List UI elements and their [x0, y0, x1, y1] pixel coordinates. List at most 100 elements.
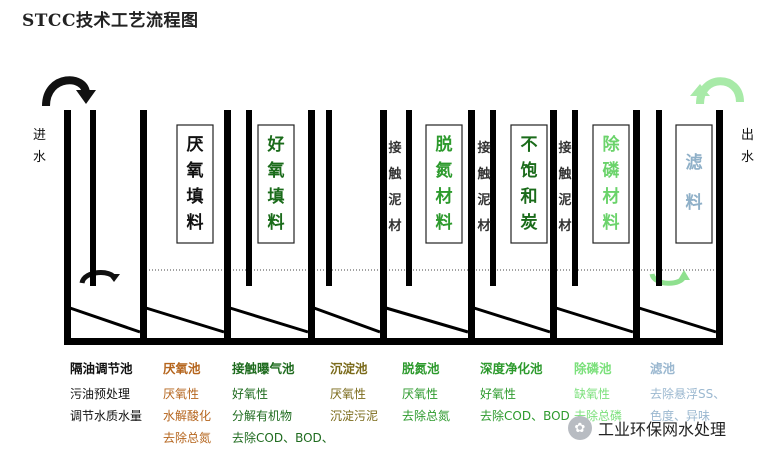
wechat-icon: ✿	[568, 416, 592, 440]
outlet-label-2: 水	[741, 150, 754, 165]
sloped-bottom	[638, 306, 717, 334]
contact-media-char: 材	[388, 218, 401, 234]
fill-box-char: 氮	[436, 160, 453, 181]
tank-wall	[308, 110, 315, 344]
contact-media-char: 接	[477, 140, 490, 156]
tank-wall	[716, 110, 723, 344]
sloped-bottom	[229, 306, 309, 334]
tank-function: 厌氧性	[402, 387, 439, 401]
tank-name: 滤池	[650, 361, 676, 376]
page-title: STCC技术工艺流程图	[22, 11, 199, 31]
baffle-wall	[406, 110, 412, 286]
fill-box-char: 材	[436, 186, 453, 207]
tank-wall	[380, 110, 387, 344]
tank-wall	[633, 110, 640, 344]
tank-function: 色度、异味	[650, 409, 711, 423]
tank-name: 接触曝气池	[232, 361, 295, 376]
tank-function: 沉淀污泥	[330, 409, 379, 423]
tank-function: 水解酸化	[163, 409, 212, 423]
baffle-wall	[326, 110, 332, 286]
fill-box-char: 滤	[686, 152, 703, 173]
tank-function: 污油预处理	[70, 387, 131, 401]
sloped-bottom	[555, 306, 634, 334]
baffle-wall	[246, 110, 252, 286]
fill-box-char: 和	[521, 187, 538, 207]
inlet-curved-arrow-icon	[42, 76, 96, 107]
tank-caption: 厌氧池厌氧性水解酸化去除总氮	[163, 358, 211, 449]
fill-box-char: 磷	[603, 160, 621, 181]
fill-box: 滤料	[675, 124, 713, 244]
outlet-curved-arrow-icon	[690, 77, 744, 105]
baffle-wall	[656, 110, 662, 286]
fill-box-char: 料	[187, 212, 204, 233]
tank-name: 除磷池	[574, 361, 612, 376]
inlet-label-1: 进	[33, 128, 46, 143]
contact-media-char: 泥	[388, 193, 401, 208]
tank-floor	[64, 338, 723, 345]
tank-name: 隔油调节池	[70, 361, 133, 376]
tank-caption: 滤池去除悬浮SS、色度、异味	[650, 358, 725, 427]
baffle-wall	[90, 110, 96, 286]
tank-structure	[64, 110, 723, 345]
tank-function: 厌氧性	[330, 387, 367, 401]
tank-function: 去除悬浮SS、	[650, 387, 726, 401]
sloped-bottom	[473, 306, 551, 334]
tank-name: 厌氧池	[163, 361, 201, 376]
tank-wall	[224, 110, 231, 344]
tank-function: 好氧性	[232, 387, 269, 401]
fill-box-char: 氧	[267, 160, 285, 181]
contact-media-char: 泥	[477, 193, 490, 208]
tank-caption: 接触曝气池好氧性分解有机物去除COD、BOD、	[232, 358, 334, 449]
tank-name: 深度净化池	[480, 361, 543, 376]
contact-media-char: 接	[388, 140, 401, 156]
tank-wall	[550, 110, 557, 344]
tank-caption: 沉淀池厌氧性沉淀污泥	[330, 358, 378, 427]
watermark: ✿ 工业环保网水处理	[568, 416, 726, 440]
sloped-bottom	[69, 306, 141, 334]
tank-function: 缺氧性	[574, 387, 611, 401]
tank-function: 去除COD、BOD	[480, 409, 570, 423]
inlet-label-2: 水	[33, 150, 46, 165]
contact-media-char: 接	[558, 140, 571, 156]
fill-box-char: 料	[603, 212, 620, 233]
baffle-wall	[572, 110, 578, 286]
contact-media-char: 材	[477, 218, 490, 234]
tank-function: 厌氧性	[163, 387, 200, 401]
contact-media-char: 触	[387, 166, 401, 182]
contact-media-char: 触	[557, 166, 571, 182]
fill-box-char: 不	[521, 135, 538, 155]
tank-name: 脱氮池	[402, 361, 440, 376]
tank-caption: 脱氮池厌氧性去除总氮	[402, 358, 450, 427]
contact-media-char: 材	[558, 218, 571, 234]
tank-function: 好氧性	[480, 387, 517, 401]
tank-name: 沉淀池	[330, 361, 368, 376]
fill-box-char: 饱	[521, 160, 538, 181]
tank-function: 分解有机物	[232, 409, 293, 423]
watermark-text: 工业环保网水处理	[598, 420, 727, 439]
fill-box-char: 料	[686, 192, 703, 213]
baffle-wall	[490, 110, 496, 286]
sloped-bottom	[385, 306, 469, 334]
sloped-bottom	[313, 306, 381, 334]
tank-caption: 隔油调节池污油预处理调节水质水量	[70, 358, 142, 427]
fill-box-char: 除	[603, 134, 621, 155]
fill-box-char: 厌	[187, 135, 204, 155]
fill-box-char: 料	[436, 212, 453, 233]
contact-media-char: 泥	[558, 193, 571, 208]
sloped-bottom	[145, 306, 225, 334]
fill-box-char: 炭	[521, 212, 538, 233]
fill-box-char: 材	[603, 186, 620, 207]
tank-wall	[140, 110, 147, 344]
fill-box-char: 料	[268, 212, 285, 233]
tank-wall	[468, 110, 475, 344]
tank-caption: 深度净化池好氧性去除COD、BOD	[480, 358, 570, 427]
tank-function: 去除总氮	[402, 409, 451, 423]
fill-box-char: 氧	[186, 160, 204, 181]
